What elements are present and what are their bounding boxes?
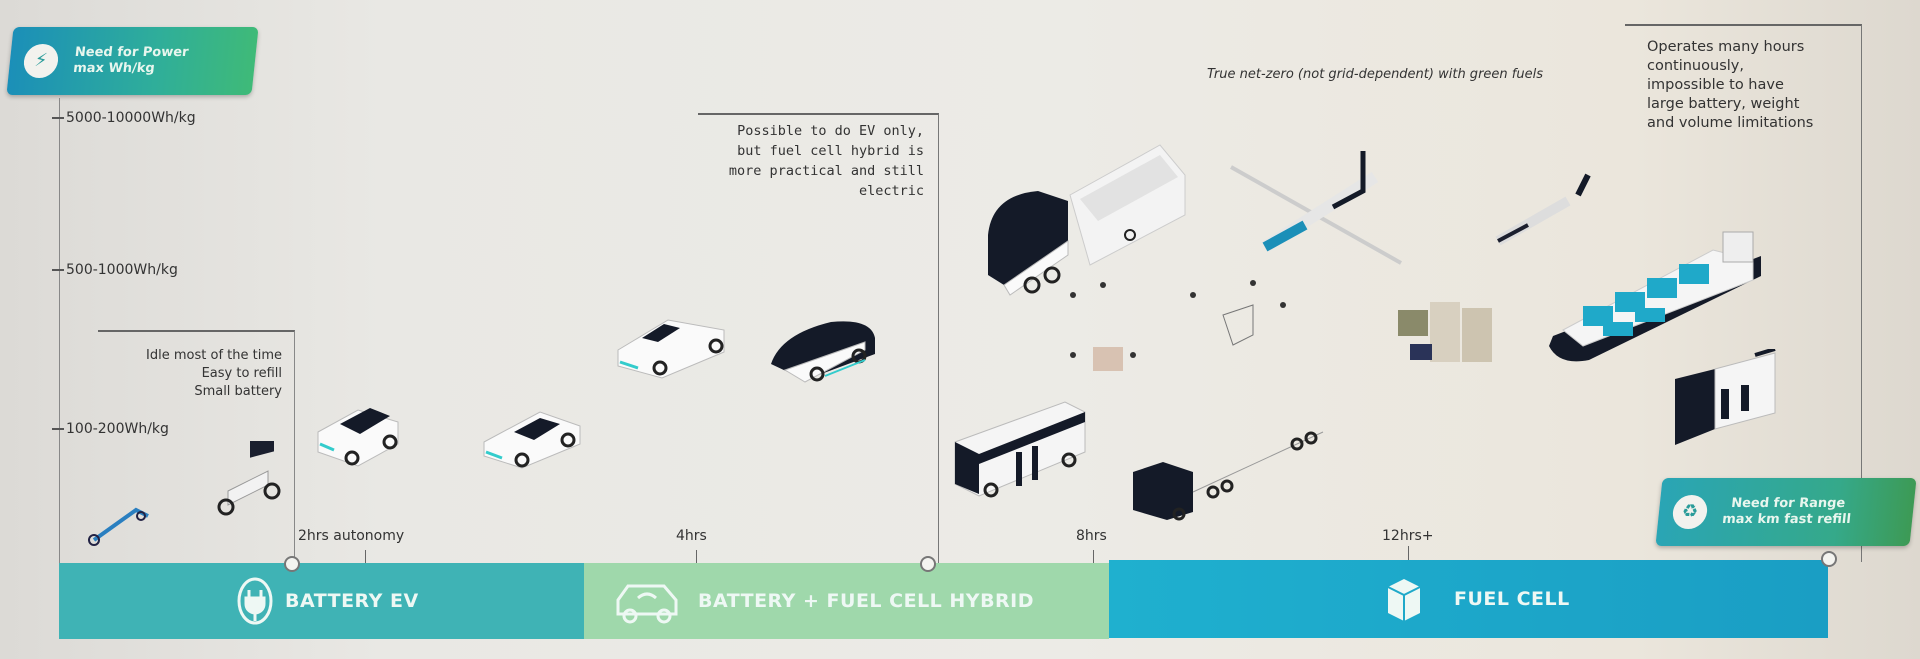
bus-illustration xyxy=(954,401,1086,498)
lightning-icon: ⚡ xyxy=(22,44,60,78)
van-illustration xyxy=(617,319,725,379)
ev-only-note-frame xyxy=(698,113,939,564)
marker-circle xyxy=(1821,551,1837,567)
net-zero-note: True net-zero (not grid-dependent) with … xyxy=(1207,67,1543,82)
drones-illustration xyxy=(1070,280,1286,371)
truck-trailer-illustration xyxy=(1133,431,1324,521)
y-label-5000: 5000-10000Wh/kg xyxy=(52,110,196,126)
segment-battery-ev: BATTERY EV xyxy=(59,563,584,639)
need-for-power-badge: ⚡ Need for Power max Wh/kg xyxy=(6,27,259,95)
delivery-truck-illustration xyxy=(988,144,1186,296)
sedan-illustration xyxy=(483,411,581,469)
tick-12hrs xyxy=(1408,546,1409,564)
forklift-illustration xyxy=(1675,349,1776,445)
tick-4hrs xyxy=(696,550,697,564)
wheelchair-illustration xyxy=(217,441,281,516)
tick-8hrs xyxy=(1093,550,1094,564)
segment-fuel-cell: FUEL CELL xyxy=(1109,560,1828,638)
cargo-ship-illustration xyxy=(1549,231,1761,362)
range-badge-title: Need for Range xyxy=(1730,496,1847,511)
need-for-range-badge: ♻ Need for Range max km fast refill xyxy=(1655,478,1917,546)
fuel-cell-cube-icon xyxy=(1387,579,1421,621)
idle-note-frame xyxy=(98,330,295,564)
small-car-illustration xyxy=(317,408,399,467)
segment-label: BATTERY EV xyxy=(285,590,419,612)
plug-icon xyxy=(237,577,273,625)
power-badge-subtitle: max Wh/kg xyxy=(72,61,156,76)
segment-hybrid: BATTERY + FUEL CELL HYBRID xyxy=(584,563,1109,639)
ev-only-note: Possible to do EV only, but fuel cell hy… xyxy=(728,123,924,199)
plug-leaf-icon: ♻ xyxy=(1671,495,1709,529)
small-plane-illustration xyxy=(1495,173,1591,246)
aircraft-illustration xyxy=(1230,151,1402,265)
y-label-100: 100-200Wh/kg xyxy=(52,421,169,437)
marker-circle xyxy=(284,556,300,572)
x-label-12hrs: 12hrs+ xyxy=(1382,528,1434,544)
power-badge-title: Need for Power xyxy=(74,45,190,60)
car-icon xyxy=(616,584,678,624)
x-label-4hrs: 4hrs xyxy=(676,528,707,544)
idle-note: Idle most of the time Easy to refill Sma… xyxy=(146,348,282,399)
operates-note: Operates many hours continuously, imposs… xyxy=(1647,39,1814,131)
y-axis-line xyxy=(59,98,60,563)
tick-2hrs xyxy=(365,550,366,564)
operates-note-frame xyxy=(1625,24,1862,562)
x-label-8hrs: 8hrs xyxy=(1076,528,1107,544)
y-label-500: 500-1000Wh/kg xyxy=(52,262,178,278)
x-label-2hrs: 2hrs autonomy xyxy=(298,528,405,544)
marker-circle xyxy=(920,556,936,572)
pod-car-illustration xyxy=(771,321,875,383)
segment-label: BATTERY + FUEL CELL HYBRID xyxy=(698,590,1035,612)
scooter-illustration xyxy=(88,507,149,546)
range-badge-subtitle: max km fast refill xyxy=(1721,512,1852,527)
segment-label: FUEL CELL xyxy=(1454,588,1570,610)
cargo-pile-illustration xyxy=(1398,302,1492,362)
